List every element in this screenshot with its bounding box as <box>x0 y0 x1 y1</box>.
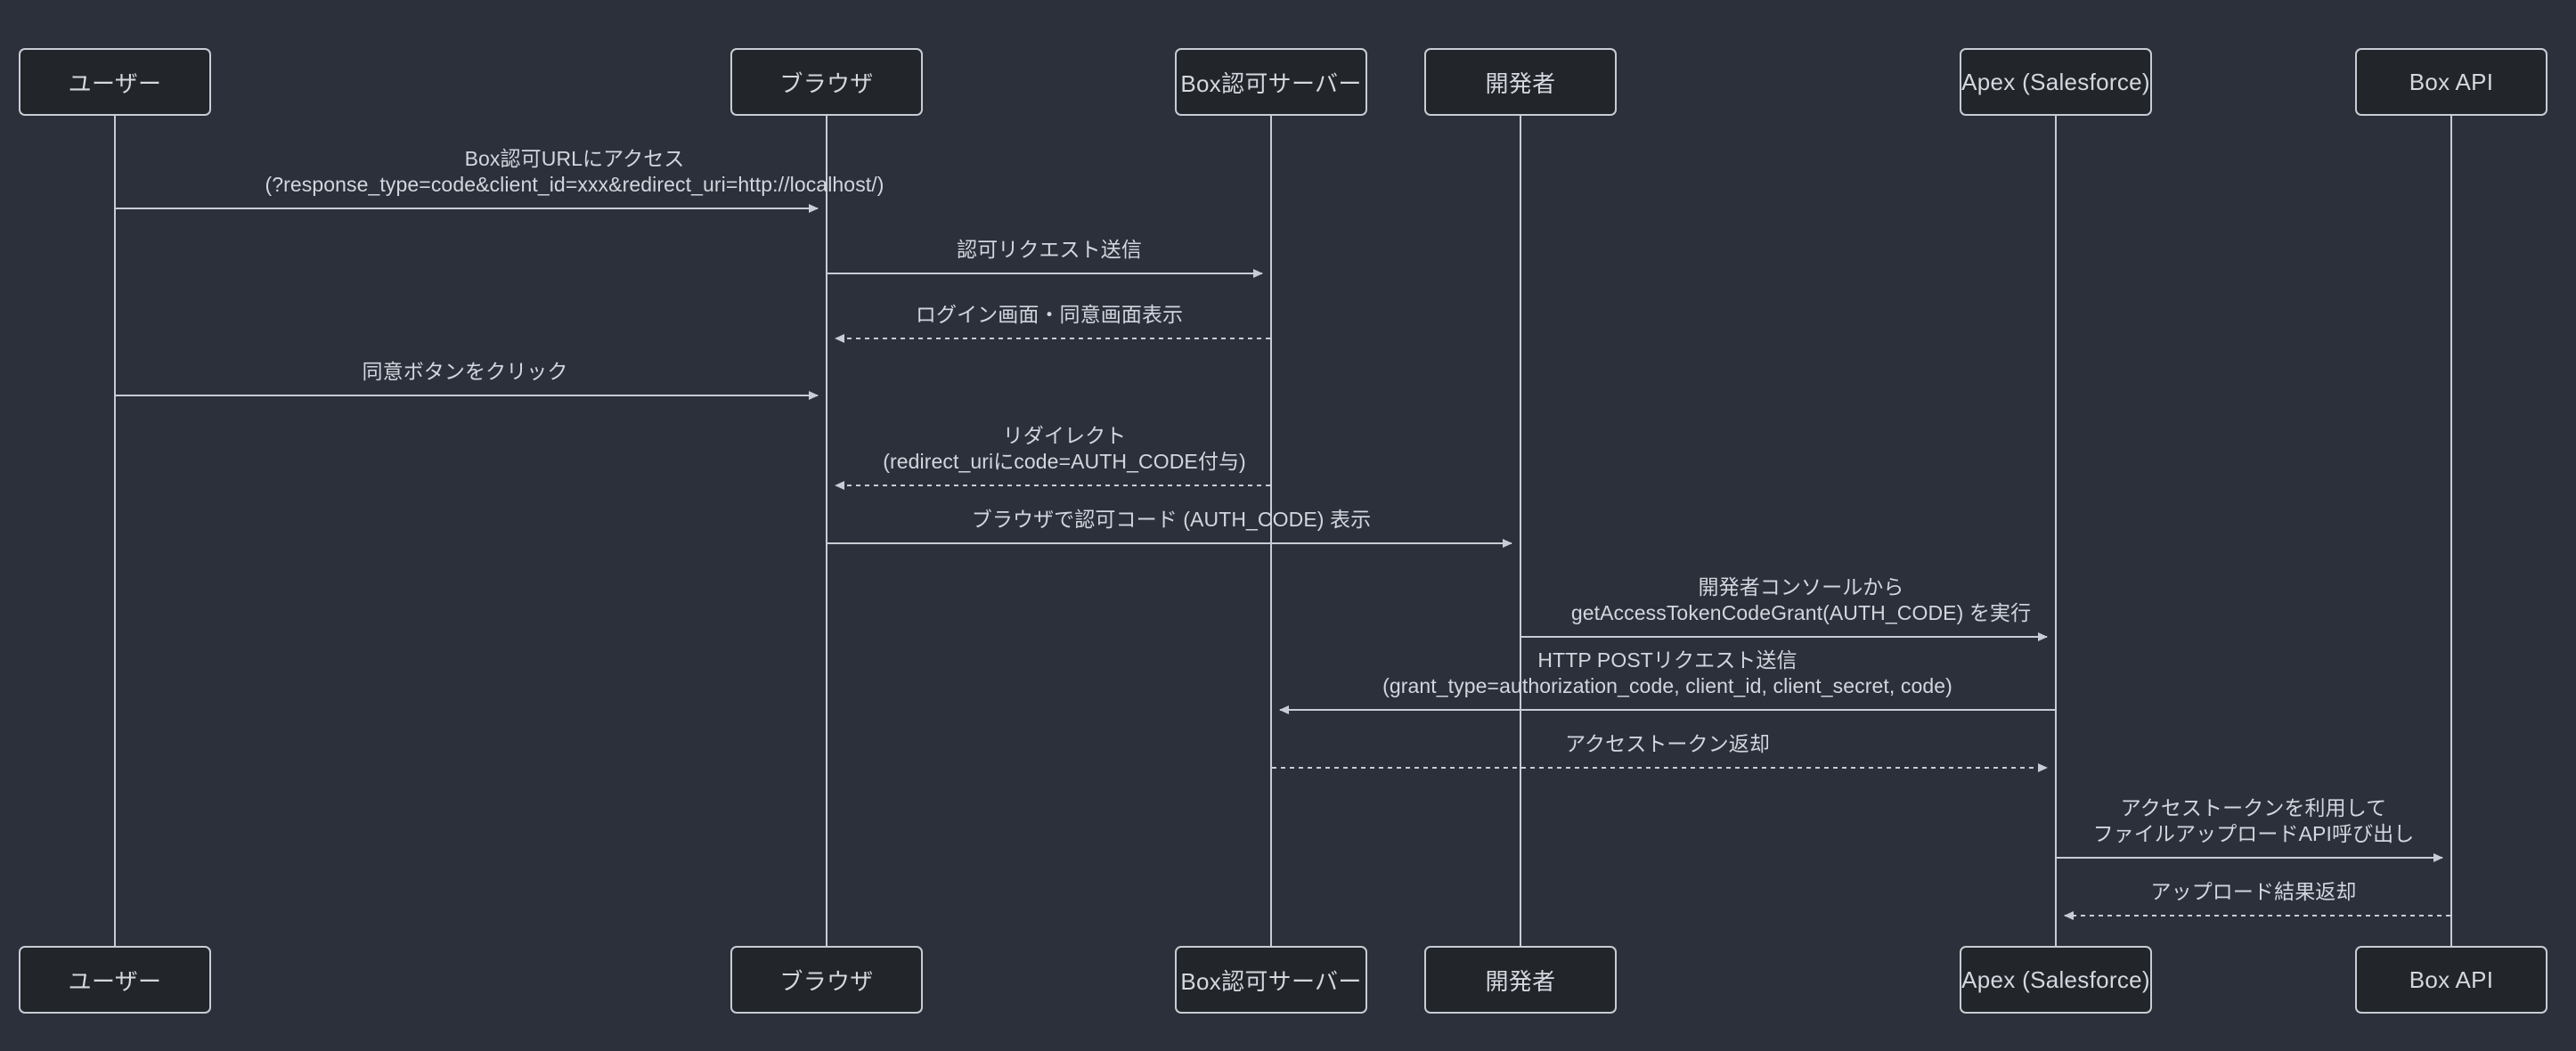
participant-user-top[interactable]: ユーザー <box>19 48 211 116</box>
participant-boxapi-bottom[interactable]: Box API <box>2355 946 2547 1014</box>
message-label-line: 同意ボタンをクリック <box>362 360 568 383</box>
message-label-line: 認可リクエスト送信 <box>957 238 1142 261</box>
message-label-11: アップロード結果返却 <box>2151 879 2357 905</box>
participant-apex-top[interactable]: Apex (Salesforce) <box>1960 48 2152 116</box>
participant-label: Apex (Salesforce) <box>1961 965 2150 993</box>
participant-boxauth-top[interactable]: Box認可サーバー <box>1175 48 1367 116</box>
participant-label: ユーザー <box>68 69 162 97</box>
message-label-line: アップロード結果返却 <box>2150 880 2357 903</box>
message-label-line: 開発者コンソールから <box>1698 575 1904 599</box>
message-label-4: 同意ボタンをクリック <box>363 359 568 385</box>
message-label-10: アクセストークンを利用してファイルアップロードAPI呼び出し <box>2093 795 2415 848</box>
message-label-line: Box認可URLにアクセス <box>464 147 685 170</box>
lifelines-group <box>114 116 2452 946</box>
message-label-line: リダイレクト <box>1002 424 1127 447</box>
message-label-line: ログイン画面・同意画面表示 <box>915 303 1184 326</box>
participant-label: ブラウザ <box>779 69 874 97</box>
participant-browser-bottom[interactable]: ブラウザ <box>730 946 923 1014</box>
message-label-8: HTTP POSTリクエスト送信(grant_type=authorizatio… <box>1382 648 1952 700</box>
participant-boxapi-top[interactable]: Box API <box>2355 48 2547 116</box>
participant-browser-top[interactable]: ブラウザ <box>730 48 923 116</box>
message-label-line: (grant_type=authorization_code, client_i… <box>1382 674 1952 698</box>
participant-apex-bottom[interactable]: Apex (Salesforce) <box>1960 946 2152 1014</box>
message-label-5: リダイレクト (redirect_uriにcode=AUTH_CODE付与) <box>883 423 1246 476</box>
message-arrows-group <box>116 204 2450 920</box>
message-label-2: 認可リクエスト送信 <box>957 237 1142 263</box>
participant-label: Apex (Salesforce) <box>1961 68 2150 95</box>
message-label-line: ブラウザで認可コード (AUTH_CODE) 表示 <box>971 508 1372 531</box>
message-label-line: アクセストークン返却 <box>1565 732 1770 755</box>
message-label-line: getAccessTokenCodeGrant(AUTH_CODE) を実行 <box>1570 601 2032 625</box>
message-label-line: (?response_type=code&client_id=xxx&redir… <box>265 173 884 197</box>
participant-user-bottom[interactable]: ユーザー <box>19 946 211 1014</box>
participant-label: ユーザー <box>68 967 162 995</box>
participant-label: ブラウザ <box>779 967 874 995</box>
message-label-6: ブラウザで認可コード (AUTH_CODE) 表示 <box>972 507 1371 533</box>
participant-label: Box API <box>2409 68 2494 95</box>
message-label-line: ファイルアップロードAPI呼び出し <box>2092 822 2415 846</box>
message-label-9: アクセストークン返却 <box>1565 731 1770 757</box>
participant-dev-top[interactable]: 開発者 <box>1424 48 1617 116</box>
message-label-line: (redirect_uriにcode=AUTH_CODE付与) <box>883 450 1246 474</box>
message-label-line: HTTP POSTリクエスト送信 <box>1537 648 1797 672</box>
message-label-1: Box認可URLにアクセス (?response_type=code&client… <box>265 146 884 199</box>
participant-label: Box認可サーバー <box>1180 967 1362 995</box>
participant-label: 開発者 <box>1485 69 1556 97</box>
message-label-line: アクセストークンを利用して <box>2120 796 2387 819</box>
participant-label: Box認可サーバー <box>1180 69 1362 97</box>
participant-dev-bottom[interactable]: 開発者 <box>1424 946 1617 1014</box>
message-label-3: ログイン画面・同意画面表示 <box>916 302 1183 328</box>
participant-label: 開発者 <box>1485 967 1556 995</box>
participant-label: Box API <box>2409 965 2494 993</box>
participant-boxauth-bottom[interactable]: Box認可サーバー <box>1175 946 1367 1014</box>
